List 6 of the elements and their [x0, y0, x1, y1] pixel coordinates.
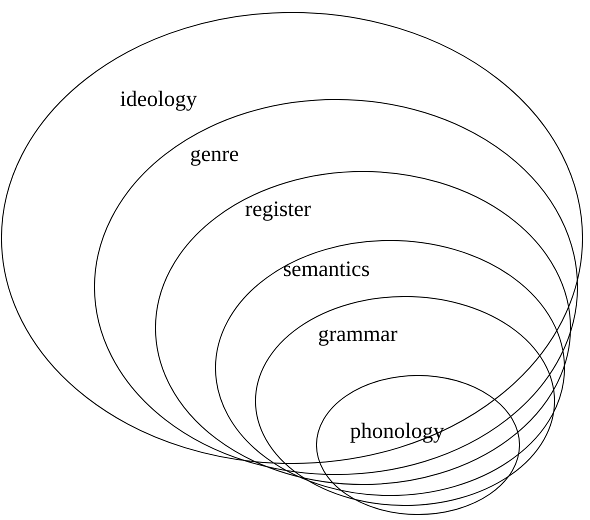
layer-label: semantics [283, 258, 370, 280]
layer-label: register [245, 198, 311, 220]
layer-label: ideology [120, 88, 197, 110]
layer-label: genre [190, 143, 239, 165]
layer-label: phonology [350, 420, 444, 442]
layer-label: grammar [318, 323, 398, 345]
